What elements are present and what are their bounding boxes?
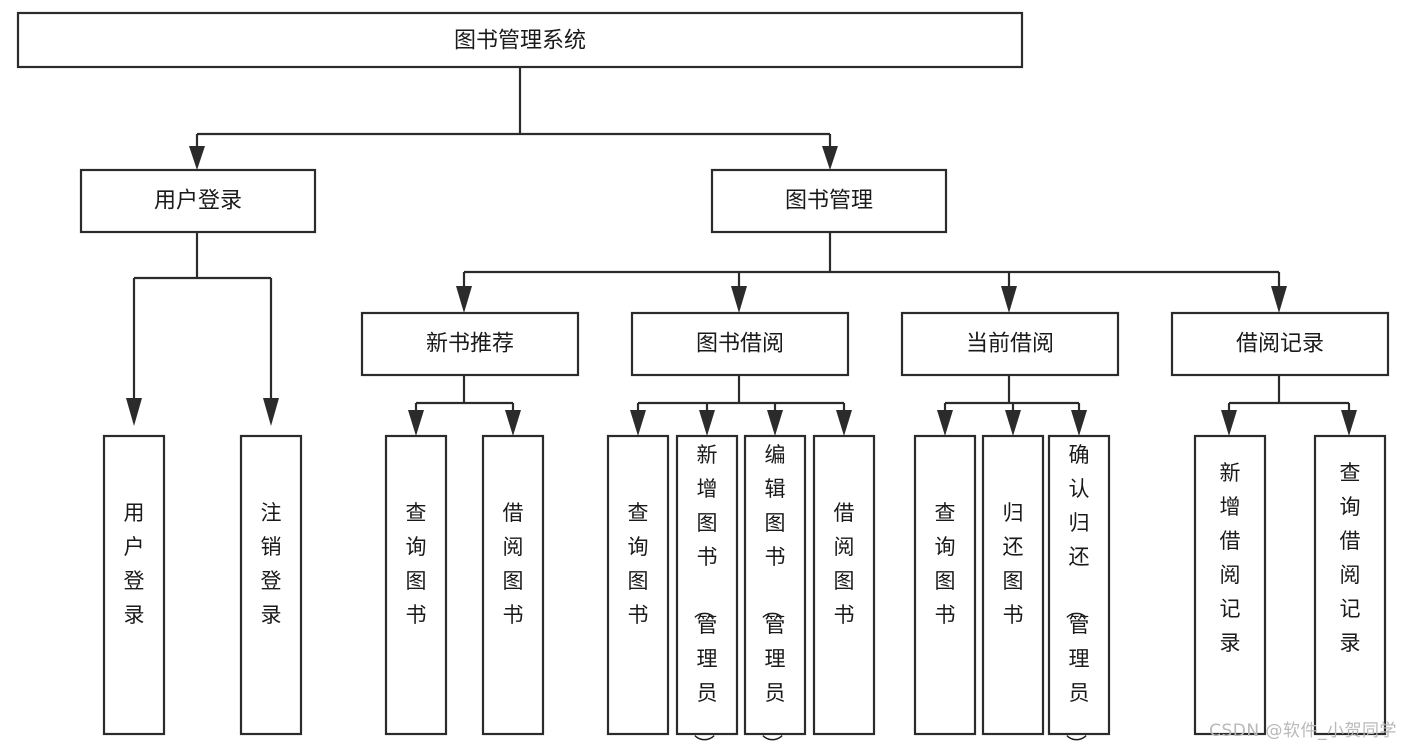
arrowhead-user-login	[189, 146, 205, 170]
node-leaf-edit-book[interactable]: 编辑图书（管理员）	[743, 434, 807, 747]
node-leaf-borrow-book-2-label: 借阅图书	[834, 501, 855, 627]
node-current-borrow-label: 当前借阅	[966, 332, 1054, 357]
node-leaf-query-book-1-label: 查询图书	[406, 501, 427, 627]
node-leaf-borrow-book-2[interactable]: 借阅图书	[812, 434, 876, 736]
node-leaf-return-book-box[interactable]	[981, 434, 1045, 736]
node-leaf-query-book-3-label: 查询图书	[935, 501, 956, 627]
arrowhead-borrow-record	[1271, 286, 1287, 313]
node-user-login-label: 用户登录	[154, 189, 242, 214]
arrowhead-leaf-borrow-book-1	[505, 410, 521, 436]
arrowhead-leaf-borrow-book-2	[836, 410, 852, 436]
node-book-management-label: 图书管理	[785, 189, 873, 214]
node-user-login-box[interactable]	[79, 168, 317, 234]
node-book-borrow-box[interactable]	[630, 311, 850, 377]
node-leaf-user-logout[interactable]: 注销登录	[239, 434, 303, 736]
node-leaf-edit-book-label: 编辑图书（管理员）	[760, 443, 786, 747]
edges-layer	[126, 67, 1357, 436]
arrowhead-leaf-edit-book	[767, 410, 783, 436]
arrowhead-leaf-user-login	[126, 398, 142, 426]
arrowhead-leaf-return-book	[1005, 410, 1021, 436]
node-leaf-query-record-label: 查询借阅记录	[1340, 461, 1361, 655]
node-leaf-query-book-2-box[interactable]	[606, 434, 670, 736]
node-borrow-record-box[interactable]	[1170, 311, 1390, 377]
node-leaf-query-record[interactable]: 查询借阅记录	[1313, 434, 1387, 736]
node-borrow-record[interactable]: 借阅记录	[1170, 311, 1390, 377]
node-leaf-query-book-1-box[interactable]	[384, 434, 448, 736]
node-leaf-confirm-return-label: 确认归还（管理员）	[1064, 443, 1090, 747]
node-current-borrow-box[interactable]	[900, 311, 1120, 377]
node-leaf-query-book-3-box[interactable]	[913, 434, 977, 736]
arrowhead-leaf-add-book	[699, 410, 715, 436]
arrowhead-leaf-query-book-1	[408, 410, 424, 436]
node-book-borrow[interactable]: 图书借阅	[630, 311, 850, 377]
arrowhead-leaf-query-book-3	[937, 410, 953, 436]
node-leaf-return-book-label: 归还图书	[1003, 501, 1024, 627]
node-leaf-borrow-book-1-label: 借阅图书	[503, 501, 524, 627]
node-new-book-recommend[interactable]: 新书推荐	[360, 311, 580, 377]
node-leaf-confirm-return[interactable]: 确认归还（管理员）	[1047, 434, 1111, 747]
node-leaf-user-login[interactable]: 用户登录	[102, 434, 166, 736]
arrowhead-current-borrow	[1001, 286, 1017, 313]
node-leaf-add-record-label: 新增借阅记录	[1220, 461, 1241, 655]
arrowhead-leaf-query-record	[1341, 410, 1357, 436]
node-root[interactable]: 图书管理系统	[16, 11, 1024, 69]
node-leaf-confirm-return-box[interactable]	[1047, 434, 1111, 736]
arrowhead-book-management	[822, 146, 838, 170]
node-leaf-borrow-book-2-box[interactable]	[812, 434, 876, 736]
node-leaf-user-login-label: 用户登录	[124, 501, 145, 627]
node-book-management-box[interactable]	[710, 168, 948, 234]
node-user-login[interactable]: 用户登录	[79, 168, 317, 234]
node-leaf-borrow-book-1[interactable]: 借阅图书	[481, 434, 545, 736]
node-leaf-user-logout-label: 注销登录	[261, 501, 282, 627]
node-leaf-add-book-label: 新增图书（管理员）	[692, 443, 718, 747]
node-leaf-edit-book-box[interactable]	[743, 434, 807, 736]
node-leaf-borrow-book-1-box[interactable]	[481, 434, 545, 736]
node-root-box[interactable]	[16, 11, 1024, 69]
node-root-label: 图书管理系统	[454, 29, 586, 54]
node-leaf-user-logout-box[interactable]	[239, 434, 303, 736]
node-book-borrow-label: 图书借阅	[696, 332, 784, 357]
node-leaf-add-book-box[interactable]	[675, 434, 739, 736]
node-leaf-user-login-box[interactable]	[102, 434, 166, 736]
node-leaf-query-record-box[interactable]	[1313, 434, 1387, 736]
arrowhead-leaf-query-book-2	[630, 410, 646, 436]
node-borrow-record-label: 借阅记录	[1236, 332, 1324, 357]
node-leaf-add-book[interactable]: 新增图书（管理员）	[675, 434, 739, 747]
arrowhead-new-book-recommend	[456, 286, 472, 313]
node-leaf-query-book-2[interactable]: 查询图书	[606, 434, 670, 736]
arrowhead-book-borrow	[731, 286, 747, 313]
arrowhead-leaf-user-logout	[263, 398, 279, 426]
node-book-management[interactable]: 图书管理	[710, 168, 948, 234]
node-current-borrow[interactable]: 当前借阅	[900, 311, 1120, 377]
node-leaf-add-record-box[interactable]	[1193, 434, 1267, 736]
arrowhead-leaf-confirm-return	[1071, 410, 1087, 436]
node-leaf-return-book[interactable]: 归还图书	[981, 434, 1045, 736]
node-leaf-add-record[interactable]: 新增借阅记录	[1193, 434, 1267, 736]
node-leaf-query-book-2-label: 查询图书	[628, 501, 649, 627]
node-new-book-recommend-box[interactable]	[360, 311, 580, 377]
node-leaf-query-book-1[interactable]: 查询图书	[384, 434, 448, 736]
arrowhead-leaf-add-record	[1221, 410, 1237, 436]
node-new-book-recommend-label: 新书推荐	[426, 332, 514, 357]
node-leaf-query-book-3[interactable]: 查询图书	[913, 434, 977, 736]
